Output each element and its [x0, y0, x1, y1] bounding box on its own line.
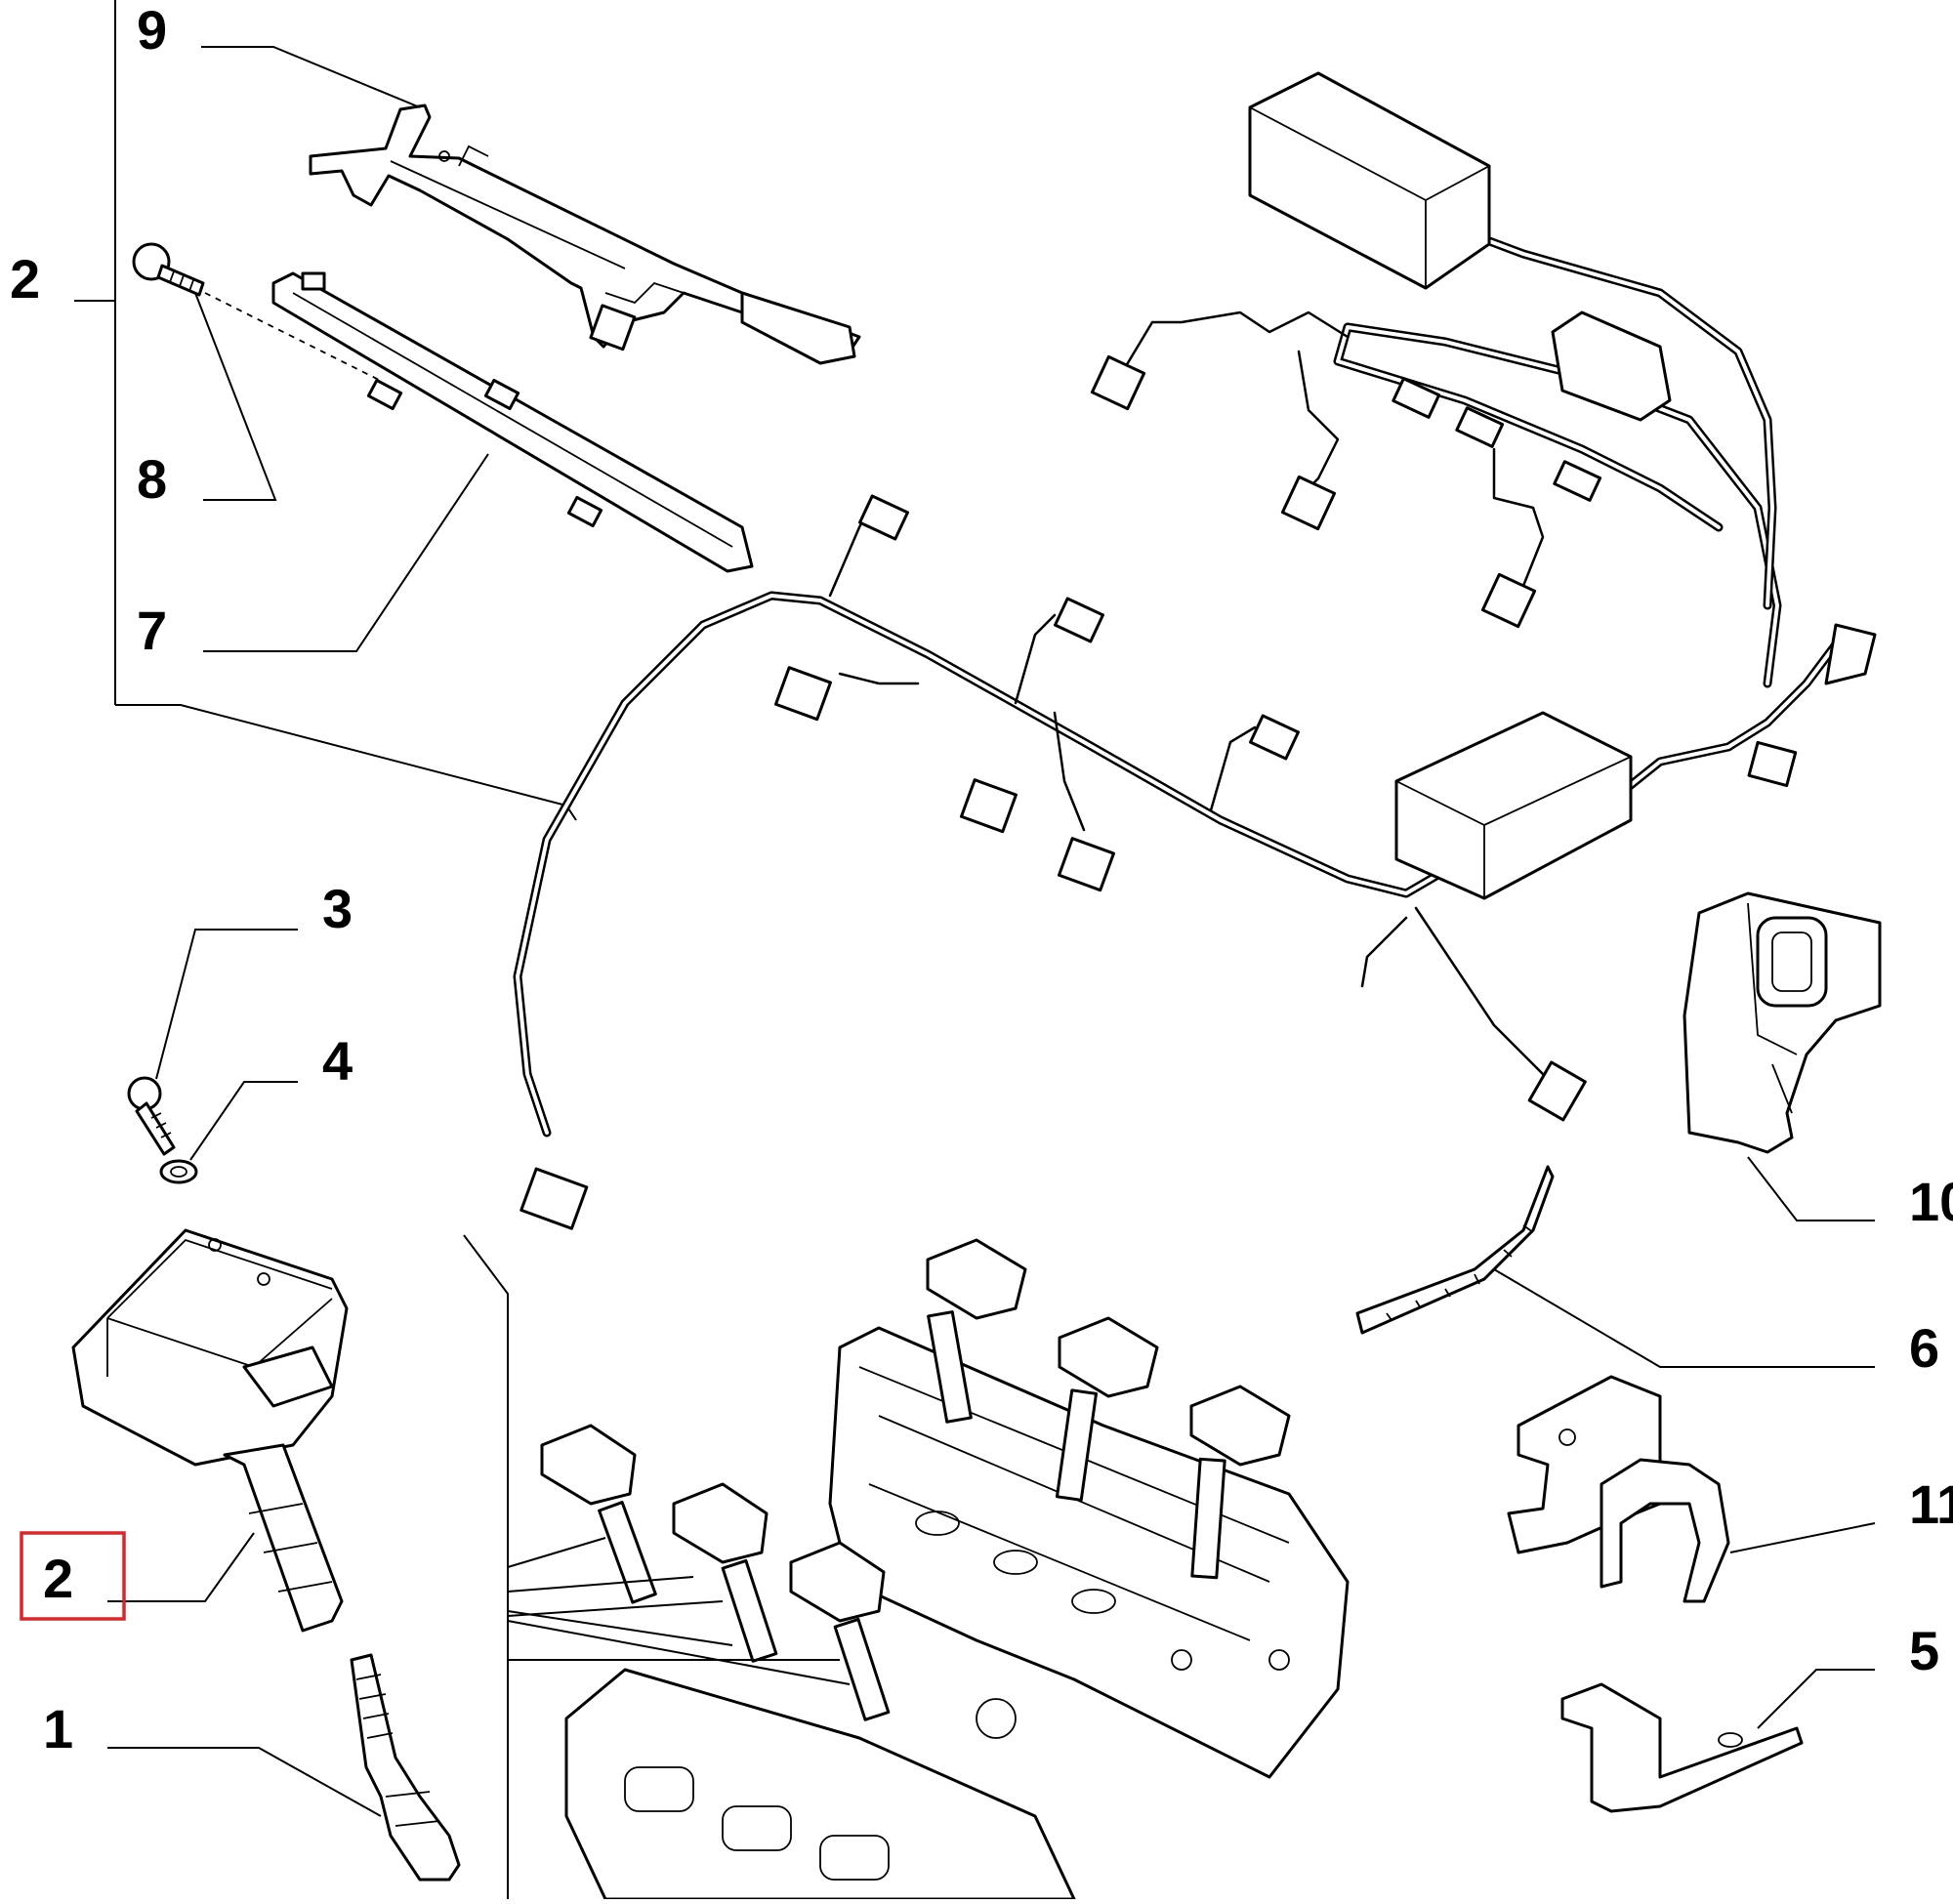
callout-1[interactable]: 1 — [43, 1698, 73, 1759]
part-3-bolt[interactable] — [127, 1076, 176, 1156]
callout-3[interactable]: 3 — [322, 878, 353, 939]
engine-cylinder-heads — [540, 1238, 1350, 1901]
part-2-wiring-harness[interactable] — [513, 71, 1877, 1230]
part-2-ignition-coil[interactable] — [71, 1228, 349, 1633]
part-7-rail[interactable] — [271, 271, 754, 573]
part-1-spark-plug[interactable] — [350, 1653, 461, 1882]
callout-4[interactable]: 4 — [322, 1030, 353, 1092]
callout-9[interactable]: 9 — [137, 0, 167, 61]
callout-10[interactable]: 10 — [1909, 1171, 1953, 1232]
part-4-washer[interactable] — [159, 1159, 198, 1184]
part-11-clip[interactable] — [1507, 1375, 1730, 1603]
callout-8[interactable]: 8 — [137, 448, 167, 510]
group-bracket-2 — [74, 0, 577, 821]
callout-2-top[interactable]: 2 — [10, 248, 40, 310]
part-6-cable-tie[interactable] — [1355, 1165, 1555, 1335]
part-9-cover-bracket[interactable] — [309, 103, 861, 365]
part-10-bracket[interactable] — [1683, 891, 1882, 1154]
callout-7[interactable]: 7 — [137, 600, 167, 661]
part-5-plate[interactable] — [1560, 1682, 1804, 1813]
coil-leaders — [463, 1234, 851, 1899]
callout-labels: 9 2 8 7 3 4 2 1 10 6 11 5 — [10, 0, 1953, 1759]
selected-callout-highlight — [20, 1531, 126, 1621]
callout-5[interactable]: 5 — [1909, 1620, 1939, 1681]
callout-11[interactable]: 11 — [1909, 1473, 1953, 1535]
callout-6[interactable]: 6 — [1909, 1317, 1939, 1379]
part-8-bolt[interactable] — [132, 242, 382, 382]
callout-2-selected[interactable]: 2 — [43, 1548, 73, 1609]
